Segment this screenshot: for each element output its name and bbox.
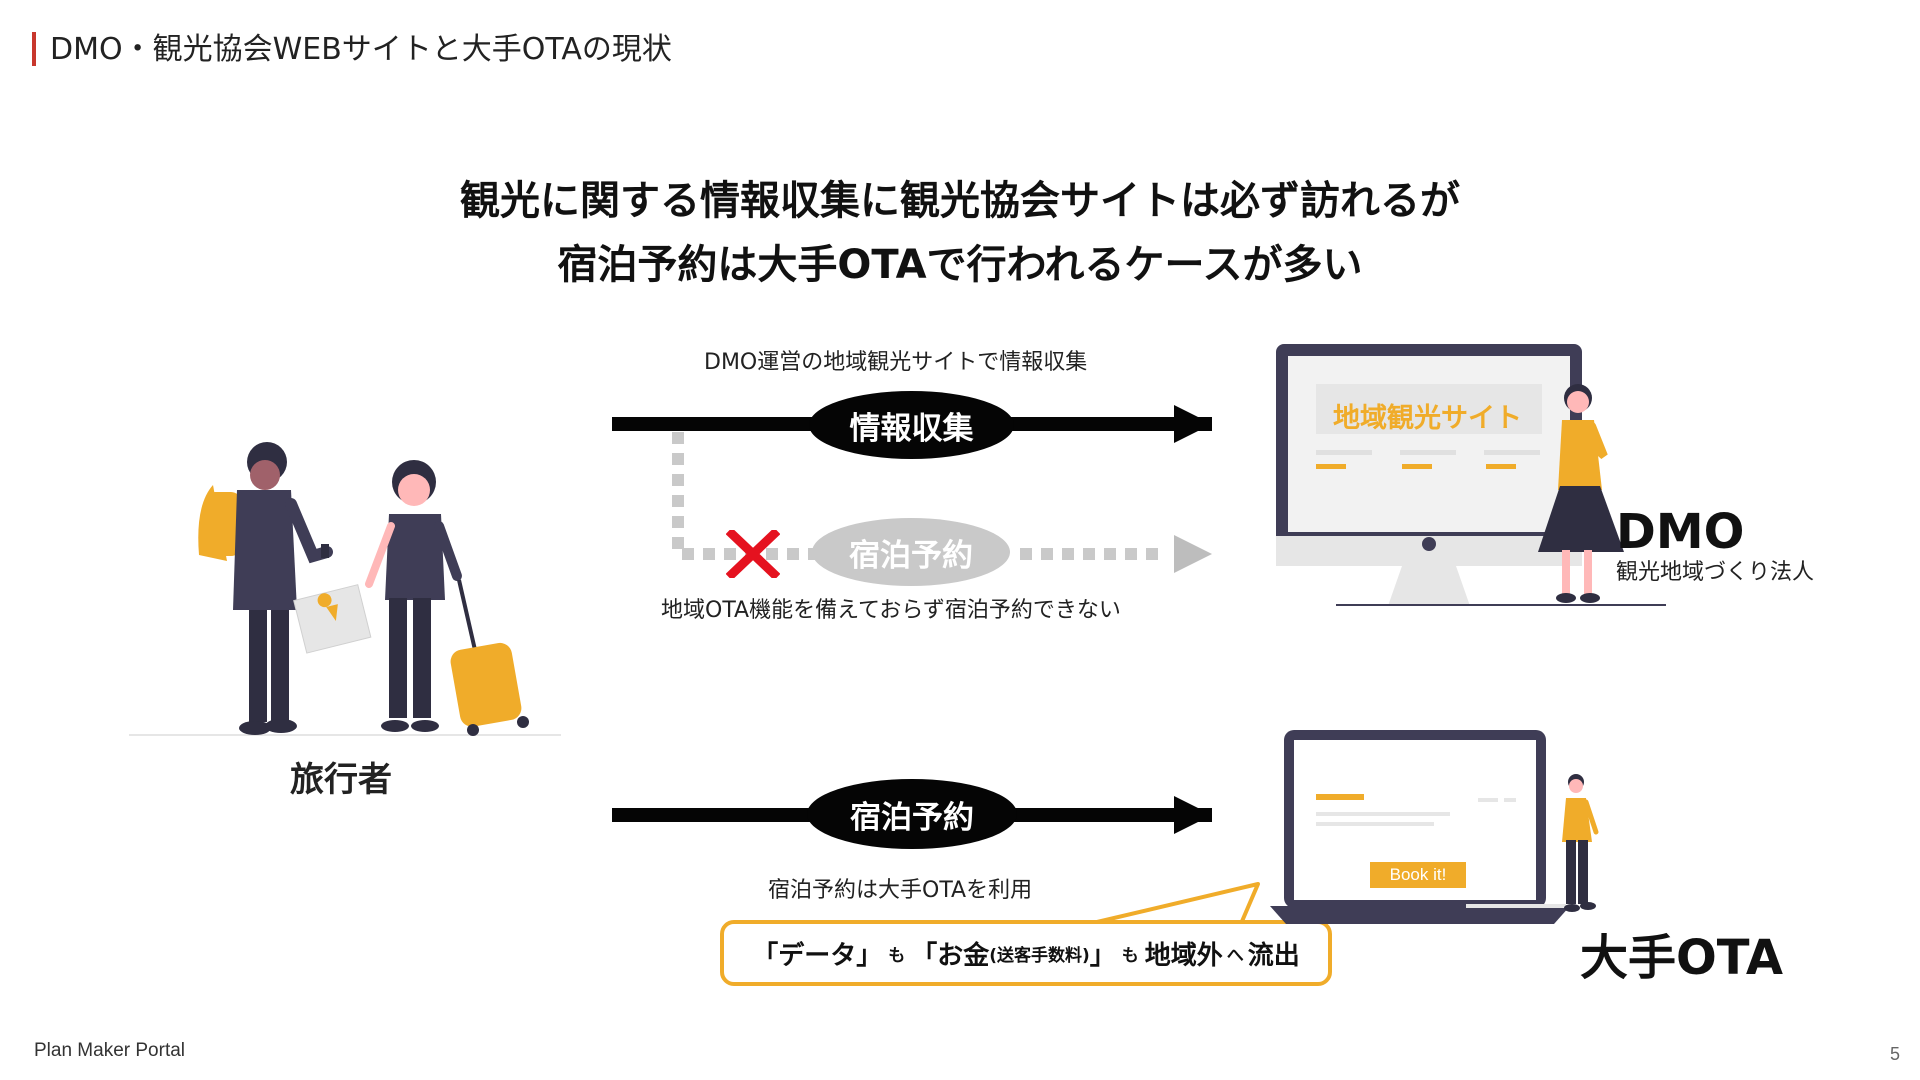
callout-particle-1: も xyxy=(888,945,906,966)
blocked-arrowhead-icon xyxy=(1174,535,1212,573)
regional-tourism-site-label: 地域観光サイト xyxy=(1333,403,1522,434)
ota-staff-figure xyxy=(1562,774,1599,912)
traveler-label: 旅行者 xyxy=(290,760,392,800)
info-gathering-pill: 情報収集 xyxy=(809,391,1014,459)
footer-brand: Plan Maker Portal xyxy=(34,1040,186,1061)
title-accent-bar xyxy=(32,32,36,66)
ota-laptop-illustration: Book it! xyxy=(1270,728,1630,928)
data-money-outflow-callout: 「データ」 も 「お金 (送客手数料) 」 も 地域外 へ 流出 xyxy=(720,920,1332,986)
page-number: 5 xyxy=(1890,1044,1901,1064)
blocked-booking-dashed-path xyxy=(672,432,1160,560)
travelers-illustration xyxy=(129,442,561,736)
dmo-name: DMO xyxy=(1616,504,1745,560)
callout-tail xyxy=(1079,882,1260,928)
monitor-graphic xyxy=(1276,344,1666,606)
callout-particle-2: も xyxy=(1121,945,1139,966)
suitcase-icon xyxy=(450,579,529,736)
callout-particle-3: へ xyxy=(1226,945,1244,966)
book-it-button[interactable]: Book it! xyxy=(1370,862,1466,888)
info-flow-arrowhead-icon xyxy=(1174,405,1212,443)
callout-fee: (送客手数料) xyxy=(989,945,1090,966)
callout-data: 「データ」 xyxy=(752,940,883,971)
blocked-booking-caption: 地域OTA機能を備えておらず宿泊予約できない xyxy=(661,598,1121,623)
booking-pill: 宿泊予約 xyxy=(807,779,1017,849)
cross-mark-icon xyxy=(726,530,780,578)
man-traveler-figure xyxy=(198,442,333,735)
booking-flow-caption: 宿泊予約は大手OTAを利用 xyxy=(768,878,1033,903)
slide-title: DMO・観光協会WEBサイトと大手OTAの現状 xyxy=(50,32,672,67)
callout-outflow: 流出 xyxy=(1247,940,1300,971)
map-illustration xyxy=(293,584,372,654)
callout-money: 「お金 xyxy=(911,940,990,971)
booking-flow-arrowhead-icon xyxy=(1174,796,1212,834)
headline-line-1: 観光に関する情報収集に観光協会サイトは必ず訪れるが xyxy=(460,178,1460,224)
callout-outside-region: 地域外 xyxy=(1144,940,1223,971)
ota-name: 大手OTA xyxy=(1580,930,1783,986)
callout-money-close: 」 xyxy=(1089,940,1116,971)
headline-line-2: 宿泊予約は大手OTAで行われるケースが多い xyxy=(557,242,1363,288)
woman-traveler-figure xyxy=(365,460,462,732)
dmo-monitor-illustration: 地域観光サイト xyxy=(1270,340,1730,620)
info-flow-caption: DMO運営の地域観光サイトで情報収集 xyxy=(704,350,1088,375)
blocked-booking-pill: 宿泊予約 xyxy=(812,518,1010,586)
dmo-staff-figure xyxy=(1538,384,1624,603)
dmo-subtitle: 観光地域づくり法人 xyxy=(1616,560,1815,585)
